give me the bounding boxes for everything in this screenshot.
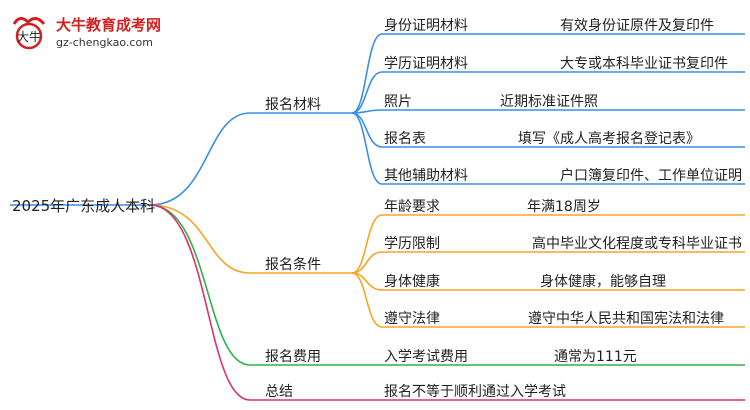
child-connector-1-3: [351, 272, 745, 328]
child-connector-1-0: [351, 214, 745, 274]
value-photo: 近期标准证件照: [500, 94, 598, 110]
bull-logo-icon: 大牛: [12, 17, 46, 50]
value-law: 遵守中华人民共和国宪法和法律: [528, 311, 724, 327]
branch-fees: 报名费用: [265, 349, 321, 365]
child-exam-fee: 入学考试费用: [384, 349, 468, 365]
child-connector-0-1: [351, 71, 745, 114]
branch-connector-2: [149, 204, 352, 366]
child-photo: 照片: [384, 94, 412, 110]
child-connector-0-0: [351, 33, 745, 114]
site-logo[interactable]: 大牛 大牛教育成考网 gz-chengkao.com: [8, 12, 178, 56]
value-age: 年满18周岁: [527, 199, 601, 215]
child-other-materials: 其他辅助材料: [384, 168, 468, 184]
branch-summary: 总结: [265, 384, 293, 400]
branch-conditions: 报名条件: [265, 257, 321, 273]
value-other-materials: 户口簿复印件、工作单位证明: [560, 168, 742, 184]
value-education-proof: 大专或本科毕业证书复印件: [560, 56, 728, 72]
site-name: 大牛教育成考网: [56, 16, 162, 34]
child-education-proof: 学历证明材料: [384, 56, 468, 72]
value-id-materials: 有效身份证原件及复印件: [560, 18, 714, 34]
value-exam-fee: 通常为111元: [554, 349, 637, 365]
child-education-limit: 学历限制: [384, 236, 440, 252]
child-connector-0-2: [351, 109, 745, 114]
child-summary-text: 报名不等于顺利通过入学考试: [384, 384, 566, 400]
child-law: 遵守法律: [384, 311, 440, 327]
child-id-materials: 身份证明材料: [384, 18, 468, 34]
child-connector-0-3: [351, 112, 745, 148]
branch-connector-1: [149, 204, 352, 274]
branch-materials: 报名材料: [265, 97, 321, 113]
svg-text:大牛: 大牛: [17, 29, 41, 44]
value-health: 身体健康，能够自理: [540, 274, 666, 290]
child-connector-0-4: [351, 112, 745, 185]
child-health: 身体健康: [384, 274, 440, 290]
value-registration-form: 填写《成人高考报名登记表》: [518, 131, 700, 147]
child-connector-1-1: [351, 251, 745, 274]
child-age: 年龄要求: [384, 199, 440, 215]
child-registration-form: 报名表: [384, 131, 426, 147]
site-url: gz-chengkao.com: [56, 36, 153, 49]
branch-connector-0: [149, 112, 352, 206]
branch-connector-3: [149, 204, 352, 401]
value-education-limit: 高中毕业文化程度或专科毕业证书: [532, 236, 742, 252]
root-node: 2025年广东成人本科: [12, 197, 156, 215]
